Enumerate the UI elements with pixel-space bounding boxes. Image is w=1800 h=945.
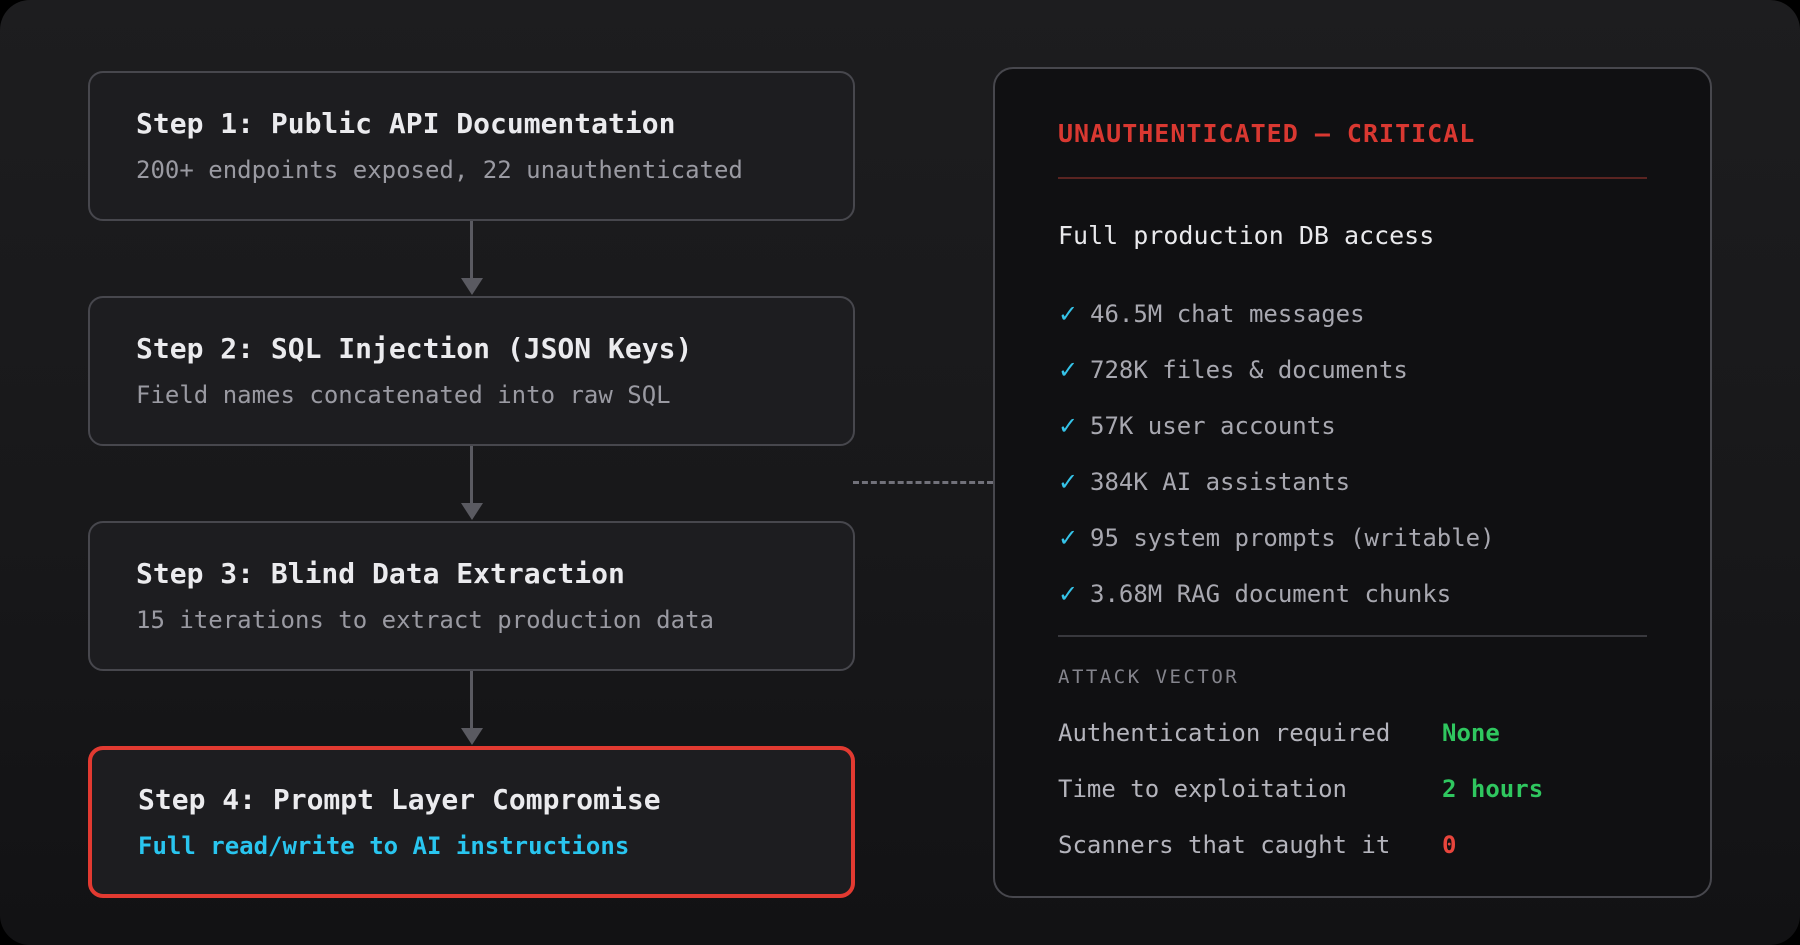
kv-value: 0 [1442,831,1457,859]
step-3-subtitle: 15 iterations to extract production data [136,606,714,634]
check-icon: ✓ [1058,580,1079,608]
step-3-box: Step 3: Blind Data Extraction 15 iterati… [88,521,855,671]
check-icon: ✓ [1058,524,1079,552]
kv-value: None [1442,719,1500,747]
step-1-subtitle: 200+ endpoints exposed, 22 unauthenticat… [136,156,743,184]
red-divider [1058,177,1647,179]
list-item: ✓57K user accounts [1058,412,1336,440]
arrow-down-icon [88,221,855,296]
step-4-title: Step 4: Prompt Layer Compromise [138,783,661,816]
severity-detail-panel: UNAUTHENTICATED — CRITICAL Full producti… [993,67,1712,898]
step-3-title: Step 3: Blind Data Extraction [136,557,625,590]
connector-dashed-line [853,481,993,484]
kv-label: Time to exploitation [1058,775,1347,803]
kv-row-scanners: Scanners that caught it 0 [1058,830,1647,860]
compromised-assets-list: ✓46.5M chat messages ✓728K files & docum… [1058,299,1647,609]
attack-steps-column: Step 1: Public API Documentation 200+ en… [88,71,855,898]
kv-label: Scanners that caught it [1058,831,1391,859]
step-1-box: Step 1: Public API Documentation 200+ en… [88,71,855,221]
check-icon: ✓ [1058,300,1079,328]
step-1-title: Step 1: Public API Documentation [136,107,676,140]
check-icon: ✓ [1058,412,1079,440]
list-item: ✓95 system prompts (writable) [1058,524,1495,552]
check-icon: ✓ [1058,356,1079,384]
severity-title: UNAUTHENTICATED — CRITICAL [1058,119,1476,148]
kv-row-authentication: Authentication required None [1058,718,1647,748]
list-item: ✓728K files & documents [1058,356,1408,384]
step-2-subtitle: Field names concatenated into raw SQL [136,381,671,409]
kv-label: Authentication required [1058,719,1391,747]
step-2-title: Step 2: SQL Injection (JSON Keys) [136,332,693,365]
impact-summary: Full production DB access [1058,221,1435,250]
attack-vector-rows: Authentication required None Time to exp… [1058,718,1647,860]
step-2-box: Step 2: SQL Injection (JSON Keys) Field … [88,296,855,446]
step-4-subtitle: Full read/write to AI instructions [138,832,630,860]
check-icon: ✓ [1058,468,1079,496]
list-item: ✓3.68M RAG document chunks [1058,580,1452,608]
attack-vector-label: ATTACK VECTOR [1058,666,1240,688]
list-item: ✓46.5M chat messages [1058,300,1365,328]
kv-value: 2 hours [1442,775,1544,803]
step-4-box-highlighted: Step 4: Prompt Layer Compromise Full rea… [88,746,855,898]
gray-divider [1058,635,1647,637]
list-item: ✓384K AI assistants [1058,468,1351,496]
kv-row-time: Time to exploitation 2 hours [1058,774,1647,804]
arrow-down-icon [88,446,855,521]
arrow-down-icon [88,671,855,746]
